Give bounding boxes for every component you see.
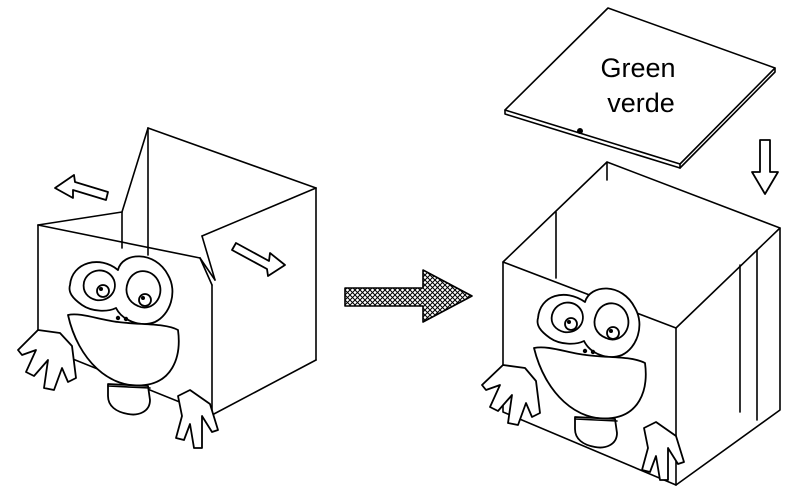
frog-face-icon (68, 256, 179, 414)
lid-down-arrow-icon (752, 140, 778, 194)
frog-right-hand-icon (642, 422, 684, 480)
right-flap-arrow-icon (232, 243, 285, 276)
transition-arrow-icon (345, 270, 472, 322)
frog-face-icon (534, 288, 646, 447)
lid-label-line2: verde (607, 88, 675, 118)
frog-left-hand-icon (18, 330, 76, 390)
lid: Green verde (505, 8, 775, 168)
left-flap-arrow-icon (55, 175, 108, 200)
lid-label-line1: Green (600, 53, 675, 83)
open-box (18, 128, 316, 448)
closed-box (482, 162, 780, 485)
frog-left-hand-icon (482, 365, 540, 425)
